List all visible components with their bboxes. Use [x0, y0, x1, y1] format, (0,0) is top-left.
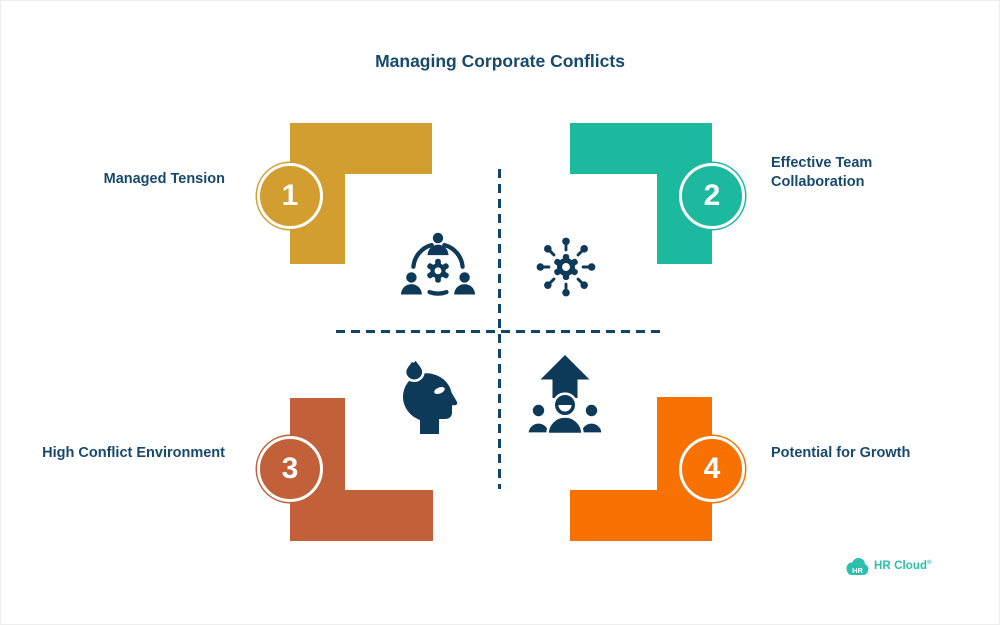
quadrant-2-number-badge: 2: [679, 163, 745, 229]
divider-vertical-dashed: [498, 169, 501, 489]
page-title: Managing Corporate Conflicts: [375, 51, 625, 71]
logo-badge-text: HR: [852, 566, 863, 575]
quadrant-4-shape-horizontal: [570, 490, 712, 541]
team-circle-icon: [400, 229, 476, 310]
network-hub-icon: [530, 231, 602, 308]
quadrant-4-label: Potential for Growth: [771, 445, 911, 461]
quadrant-3-number-badge: 3: [257, 436, 323, 502]
cloud-icon: HR: [844, 556, 870, 576]
growth-people-icon: [526, 355, 604, 438]
quadrant-1-label: Managed Tension: [103, 171, 225, 187]
head-flame-icon: [398, 355, 464, 439]
divider-horizontal-dashed: [336, 330, 661, 333]
quadrant-3-label: High Conflict Environment: [42, 445, 225, 461]
quadrant-1-number-badge: 1: [257, 163, 323, 229]
quadrant-3-shape-horizontal: [290, 490, 433, 541]
quadrant-2-label: Effective Team Collaboration: [771, 155, 873, 190]
hr-cloud-wordmark: HR Cloud®: [874, 560, 932, 572]
hr-cloud-logo: HR HR Cloud®: [844, 556, 932, 576]
registered-mark: ®: [927, 560, 932, 567]
quadrant-4-number-badge: 4: [679, 436, 745, 502]
